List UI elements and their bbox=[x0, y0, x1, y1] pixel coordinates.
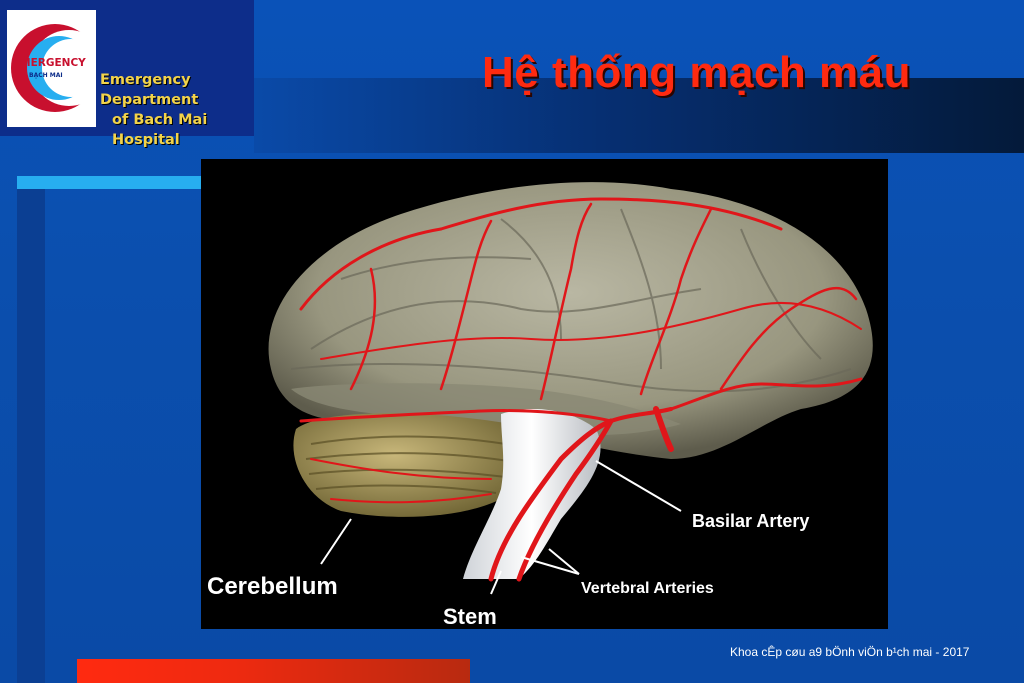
label-cerebellum: Cerebellum bbox=[207, 573, 338, 600]
hospital-name-line1: Emergency Department bbox=[100, 72, 199, 108]
emergency-emblem: EMERGENCY BẠCH MAI bbox=[7, 10, 107, 127]
emblem-subtext: BẠCH MAI bbox=[29, 72, 63, 79]
hospital-name-line2: of Bach Mai Hospital bbox=[112, 112, 208, 148]
label-basilar-artery: Basilar Artery bbox=[692, 511, 809, 531]
emergency-crescent-icon: EMERGENCY BẠCH MAI bbox=[11, 24, 107, 112]
hospital-logo: EMERGENCY BẠCH MAI Emergency Department … bbox=[0, 0, 254, 148]
footer-accent-bar bbox=[77, 659, 470, 683]
label-stem: Stem bbox=[443, 604, 497, 629]
header-band bbox=[254, 78, 1024, 153]
footer-text: Khoa cÊp cøu a9 bÖnh viÖn b¹ch mai - 201… bbox=[730, 645, 970, 659]
accent-stripe bbox=[17, 176, 203, 189]
brain-illustration: Basilar Artery Vertebral Arteries Cerebe… bbox=[201, 159, 888, 629]
brain-artery-diagram: Basilar Artery Vertebral Arteries Cerebe… bbox=[201, 159, 888, 629]
left-panel bbox=[17, 189, 45, 683]
hospital-name: Emergency Department of Bach Mai Hospita… bbox=[100, 70, 254, 150]
emblem-text: EMERGENCY bbox=[13, 57, 86, 69]
label-vertebral-arteries: Vertebral Arteries bbox=[581, 580, 714, 597]
slide-title: Hệ thống mạch máu bbox=[482, 48, 911, 97]
